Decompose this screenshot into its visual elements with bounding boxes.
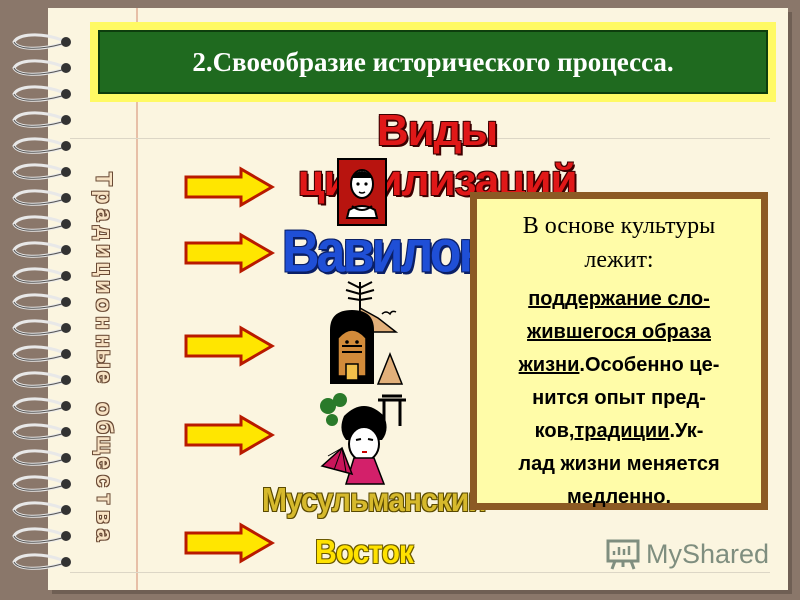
spiral-ring xyxy=(12,345,71,362)
watermark-text: MyShared xyxy=(646,538,770,569)
spiral-ring xyxy=(12,189,71,206)
spiral-ring xyxy=(12,267,71,284)
vertical-letter: т xyxy=(92,493,117,505)
african-portrait-icon xyxy=(337,158,387,226)
info-text: .Особенно це- xyxy=(579,354,720,376)
japanese-woman-icon xyxy=(320,393,406,485)
spiral-ring xyxy=(12,449,71,466)
culture-info-box: В основе культуры лежит: поддержание сло… xyxy=(470,192,768,510)
vertical-label-traditional-societies: Т р а д и ц и о н н ы е о б щ е с т в а xyxy=(84,170,124,580)
civilization-muslim: Мусульманский xyxy=(262,482,487,519)
margin-line xyxy=(136,8,138,590)
vertical-letter: а xyxy=(91,208,117,222)
info-text: .Ук- xyxy=(669,420,704,442)
info-line: жизни.Особенно це- xyxy=(485,349,753,382)
spiral-ring xyxy=(12,397,71,414)
vertical-letter: д xyxy=(91,226,117,240)
vertical-letter: р xyxy=(91,190,117,204)
vertical-word-1: Т р а д и ц и о н н ы е xyxy=(91,170,117,386)
info-line: поддержание сло- xyxy=(528,288,710,310)
spiral-ring xyxy=(12,111,71,128)
spiral-ring xyxy=(12,475,71,492)
right-arrow-icon xyxy=(184,522,275,564)
info-text: ков, xyxy=(534,420,575,442)
vertical-letter: и xyxy=(91,244,117,258)
spiral-ring xyxy=(12,371,71,388)
vertical-letter: а xyxy=(92,528,117,542)
vertical-letter: и xyxy=(91,280,117,294)
spiral-ring xyxy=(12,59,71,76)
vertical-word-2: о б щ е с т в а xyxy=(91,400,117,544)
vertical-letter: щ xyxy=(92,435,117,455)
info-line: ков,традиции.Ук- xyxy=(485,415,753,448)
spiral-ring xyxy=(12,215,71,232)
info-heading-line-2: лежит: xyxy=(584,247,654,273)
spiral-ring xyxy=(12,319,71,336)
vertical-letter: н xyxy=(91,334,117,348)
info-line: лад жизни меняется xyxy=(518,453,720,475)
spiral-binding xyxy=(12,33,71,570)
info-underlined: традиции xyxy=(574,420,670,442)
info-line: медленно. xyxy=(566,486,672,508)
vertical-letter: б xyxy=(92,420,117,434)
vertical-letter: о xyxy=(91,402,117,416)
spiral-ring xyxy=(12,423,71,440)
right-arrow-icon xyxy=(184,325,275,367)
ruled-line-bottom xyxy=(70,572,770,573)
spiral-ring xyxy=(12,33,71,50)
info-line: жившегося образа xyxy=(527,321,711,343)
vertical-letter: о xyxy=(91,298,117,312)
vertical-letter: ц xyxy=(91,262,117,276)
right-arrow-icon xyxy=(184,166,275,208)
spiral-ring xyxy=(12,137,71,154)
spiral-ring xyxy=(12,163,71,180)
title-banner: 2.Своеобразие исторического процесса. xyxy=(90,22,776,102)
civilization-babylon: Вавилон xyxy=(282,218,490,286)
pharaoh-pyramids-icon xyxy=(330,281,404,385)
info-heading-line-1: В основе культуры xyxy=(522,213,716,239)
civilization-types-heading: Виды цивилизаций xyxy=(297,106,577,205)
info-underlined: жизни xyxy=(518,354,580,376)
myshared-watermark: MyShared xyxy=(606,534,776,574)
spiral-ring xyxy=(12,501,71,518)
spiral-ring xyxy=(12,293,71,310)
ruled-line-top xyxy=(70,138,770,139)
vertical-letter: е xyxy=(92,456,117,470)
vertical-letter: н xyxy=(91,316,117,330)
vertical-letter: е xyxy=(91,370,117,384)
info-body: поддержание сло- жившегося образа жизни.… xyxy=(485,283,753,514)
info-line: нится опыт пред- xyxy=(532,387,706,409)
vertical-letter: ы xyxy=(91,349,117,369)
right-arrow-icon xyxy=(184,414,275,456)
spiral-ring xyxy=(12,85,71,102)
presentation-board-icon xyxy=(606,539,640,570)
civilization-east: Восток xyxy=(315,534,414,571)
vertical-letter: с xyxy=(92,474,117,488)
culture-info-content: В основе культуры лежит: поддержание сло… xyxy=(477,199,761,508)
vertical-letter: Т xyxy=(91,172,117,186)
vertical-letter: в xyxy=(92,510,117,524)
slide-title: 2.Своеобразие исторического процесса. xyxy=(98,30,768,94)
spiral-ring xyxy=(12,553,71,570)
right-arrow-icon xyxy=(184,232,275,274)
spiral-ring xyxy=(12,241,71,258)
spiral-ring xyxy=(12,527,71,544)
